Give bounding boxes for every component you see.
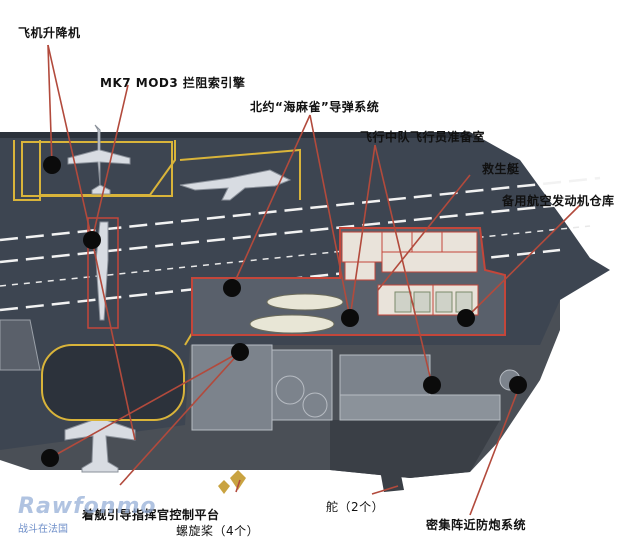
watermark-logo: Rawfonmo: [18, 494, 157, 519]
label-ready-room: 飞行中队飞行员准备室: [360, 130, 486, 144]
label-arresting-gear: MK7 MOD3 拦阻索引擎: [100, 76, 246, 90]
rudder-shape: [380, 470, 404, 492]
label-ciws: 密集阵近防炮系统: [426, 518, 527, 532]
callout-dot-engine-store: [457, 309, 475, 327]
label-landing-control: 着舰引导指挥官控制平台: [82, 508, 220, 522]
callout-dot-ciws: [509, 376, 527, 394]
callout-dot-lifeboat: [423, 376, 441, 394]
elevator-lower: [41, 344, 185, 421]
label-lifeboat: 救生艇: [482, 162, 520, 176]
side-machinery: [191, 344, 521, 431]
callout-dot-elevator: [43, 156, 61, 174]
lifeboats: [249, 293, 344, 334]
jet-aircraft-2: [179, 169, 292, 201]
side-sponson: [0, 319, 41, 371]
hull-shade: [330, 420, 500, 478]
label-aircraft-elevator: 飞机升降机: [18, 26, 81, 40]
label-sea-sparrow: 北约“海麻雀”导弹系统: [250, 100, 380, 114]
label-rudder: 舵（2个）: [326, 500, 385, 514]
callout-dot-ready-room: [341, 309, 359, 327]
leader-lines: [47, 44, 581, 516]
label-propeller: 螺旋桨（4个）: [176, 524, 260, 538]
callout-dot-landing-control: [231, 343, 249, 361]
callout-dot-lower-elevator: [41, 449, 59, 467]
watermark: Rawfonmo 战斗在法国: [18, 494, 158, 538]
watermark-text: 战斗在法国: [18, 524, 68, 535]
jet-aircraft-3: [64, 379, 136, 473]
callout-dots: [41, 156, 527, 467]
label-engine-store: 备用航空发动机仓库: [502, 194, 615, 208]
catapult-outline: [87, 217, 119, 329]
callout-dot-arresting: [83, 231, 101, 249]
callout-dot-sea-sparrow: [223, 279, 241, 297]
deck-edge: [0, 132, 480, 138]
elevator-platform: [21, 141, 173, 197]
engine-store-interior: [394, 291, 473, 313]
propeller-shapes: [218, 470, 246, 494]
